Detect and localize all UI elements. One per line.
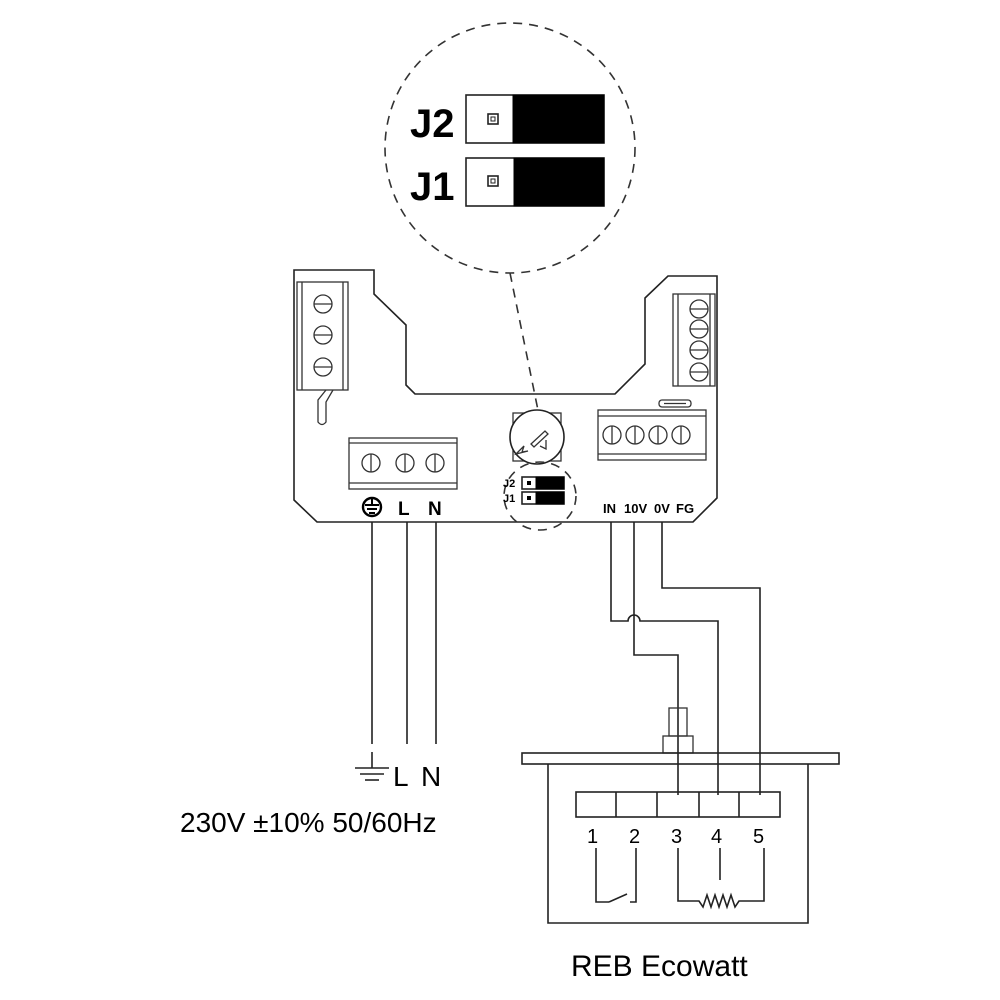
controller-board-outline	[293, 269, 718, 523]
power-terminal-block	[348, 437, 458, 490]
callout-leader	[509, 272, 541, 421]
line-terminal-label: L	[398, 499, 410, 520]
device-terminal-5: 5	[753, 826, 764, 848]
device-terminal-4: 4	[711, 826, 722, 848]
screw-icon	[689, 362, 709, 382]
device-terminal-2: 2	[629, 826, 640, 848]
device-terminal-strip	[575, 791, 781, 818]
wire-in	[610, 522, 719, 795]
screw-icon	[425, 453, 445, 473]
supply-neutral-label: N	[421, 761, 441, 792]
screw-icon	[395, 453, 415, 473]
signal-label-0v: 0V	[654, 501, 670, 516]
screw-icon	[625, 425, 645, 445]
faceplate	[521, 752, 840, 765]
screw-icon	[689, 340, 709, 360]
screw-icon	[313, 357, 333, 377]
fuse-icon	[658, 399, 692, 408]
board-jumper-j2: J2	[503, 476, 565, 490]
screw-icon	[313, 325, 333, 345]
signal-terminal-block	[597, 409, 707, 461]
tab	[317, 389, 334, 426]
signal-label-10v: 10V	[624, 501, 647, 516]
jumper-callout: J2 J1	[384, 22, 636, 421]
screw-icon	[648, 425, 668, 445]
switch-icon	[595, 848, 637, 903]
jumper-cap	[513, 157, 605, 207]
signal-wires	[610, 522, 761, 795]
potentiometer-icon	[509, 409, 565, 465]
screw-icon	[313, 294, 333, 314]
device-name: REB Ecowatt	[571, 950, 748, 983]
signal-label-fg: FG	[676, 501, 694, 516]
neutral-terminal-label: N	[428, 499, 442, 520]
callout-jumper-j1: J1	[410, 157, 605, 209]
device-body	[547, 764, 809, 924]
callout-jumper-j2: J2	[410, 94, 605, 146]
screw-icon	[689, 299, 709, 319]
reb-ecowatt-device: 1 2 3 4 5	[521, 707, 840, 924]
board-jumper-j1: J1	[503, 491, 565, 505]
supply-line-label: L	[393, 761, 409, 792]
wire-10v	[633, 522, 679, 795]
device-terminal-1: 1	[587, 826, 598, 848]
wire-0v	[661, 522, 761, 795]
screw-icon	[689, 319, 709, 339]
screw-icon	[361, 453, 381, 473]
board-jumper-label: J2	[503, 478, 515, 490]
ground-icon	[355, 752, 389, 781]
resistor-icon	[677, 848, 765, 910]
callout-jumper-label: J2	[410, 102, 455, 146]
callout-circle	[384, 22, 636, 274]
jumper-highlight-circle	[503, 461, 577, 531]
callout-jumper-label: J1	[410, 165, 455, 209]
supply-spec: 230V ±10% 50/60Hz	[180, 807, 437, 838]
board-jumper-label: J1	[503, 493, 515, 505]
jumper-pin	[487, 113, 499, 125]
right-terminal-block	[672, 293, 716, 387]
left-terminal-block	[296, 281, 349, 426]
earth-terminal-icon	[361, 496, 383, 518]
jumper-cap	[512, 94, 605, 144]
supply-wires	[371, 522, 437, 744]
jumper-pin	[487, 175, 499, 187]
screw-icon	[671, 425, 691, 445]
screw-icon	[602, 425, 622, 445]
signal-label-in: IN	[603, 501, 616, 516]
device-terminal-3: 3	[671, 826, 682, 848]
